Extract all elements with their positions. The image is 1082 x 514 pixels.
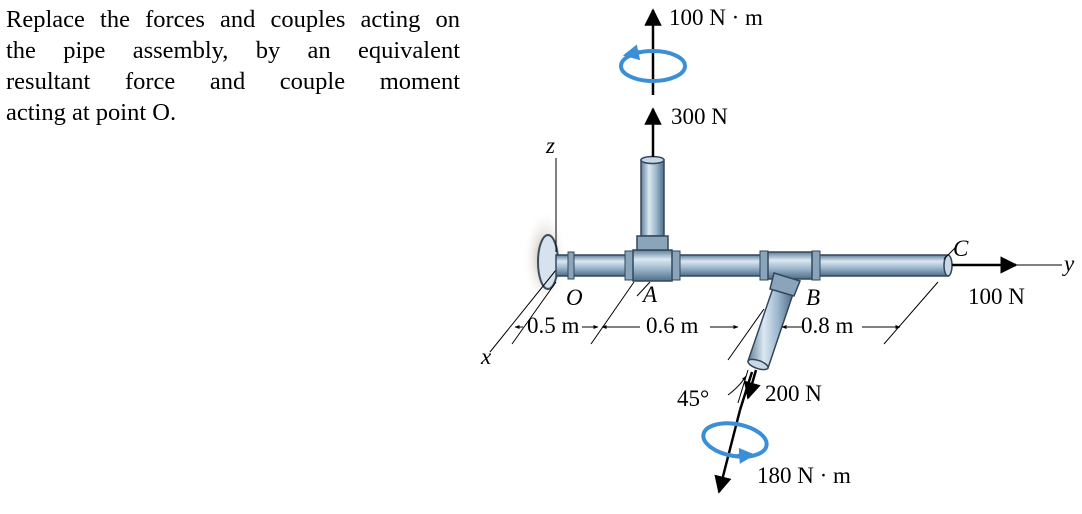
problem-statement: Replace the forces and couples acting on…	[6, 4, 460, 128]
main-pipe	[555, 254, 949, 277]
x-axis-line	[489, 269, 557, 353]
couple-b-rotation-arrowhead	[736, 447, 756, 464]
couple-top-rotation	[619, 49, 687, 83]
problem-line-4: acting at point O.	[6, 99, 177, 126]
fitting-b-left	[759, 250, 769, 281]
angle-reference-line	[727, 308, 765, 361]
vertical-pipe	[640, 159, 665, 237]
extension-o	[511, 281, 557, 345]
extension-c	[883, 281, 939, 345]
point-c-leader	[943, 247, 956, 260]
couple-top-label: 100 N · m	[669, 5, 763, 30]
force-top-label: 300 N	[671, 104, 728, 129]
point-b-label: B	[806, 285, 820, 310]
extension-a	[590, 281, 635, 345]
force-b-label: 200 N	[765, 381, 822, 406]
point-a-label: A	[641, 282, 658, 307]
couple-top-rotation-arrowhead	[622, 44, 641, 61]
couple-b-rotation	[701, 421, 769, 459]
angle-label: 45°	[677, 386, 709, 411]
couple-b-label: 180 N · m	[757, 463, 851, 488]
force-b-arrow	[743, 369, 761, 400]
z-axis-label: z	[545, 133, 555, 158]
slanted-pipe-end	[747, 358, 769, 371]
slanted-pipe	[747, 287, 794, 369]
tee-a	[632, 249, 673, 282]
y-axis-label: y	[1062, 251, 1075, 276]
dim-ab-label: 0.6 m	[646, 313, 699, 338]
point-a-leader	[636, 281, 651, 297]
problem-line-2: the pipe assembly, by an equivalent	[6, 37, 460, 64]
angle-arc	[727, 375, 747, 396]
flange-o	[537, 234, 559, 290]
dim-oa-label: 0.5 m	[527, 313, 580, 338]
angle-vertical-reference	[737, 369, 749, 404]
fitting-a-top	[636, 235, 669, 251]
x-axis-label: x	[480, 344, 492, 369]
problem-line-3: resultant force and couple moment	[6, 68, 460, 95]
vertical-pipe-end	[640, 155, 665, 165]
point-o-label: O	[566, 285, 583, 310]
point-c-label: C	[953, 236, 969, 261]
fitting-a-left	[624, 250, 634, 281]
dim-bc-label: 0.8 m	[801, 313, 854, 338]
force-c-label: 100 N	[968, 284, 1025, 309]
fitting-a-right	[671, 250, 681, 281]
fitting-o	[567, 251, 575, 280]
problem-line-1: Replace the forces and couples acting on	[6, 6, 460, 33]
fitting-b-elbow	[769, 272, 801, 297]
fitting-b-right	[811, 250, 821, 281]
